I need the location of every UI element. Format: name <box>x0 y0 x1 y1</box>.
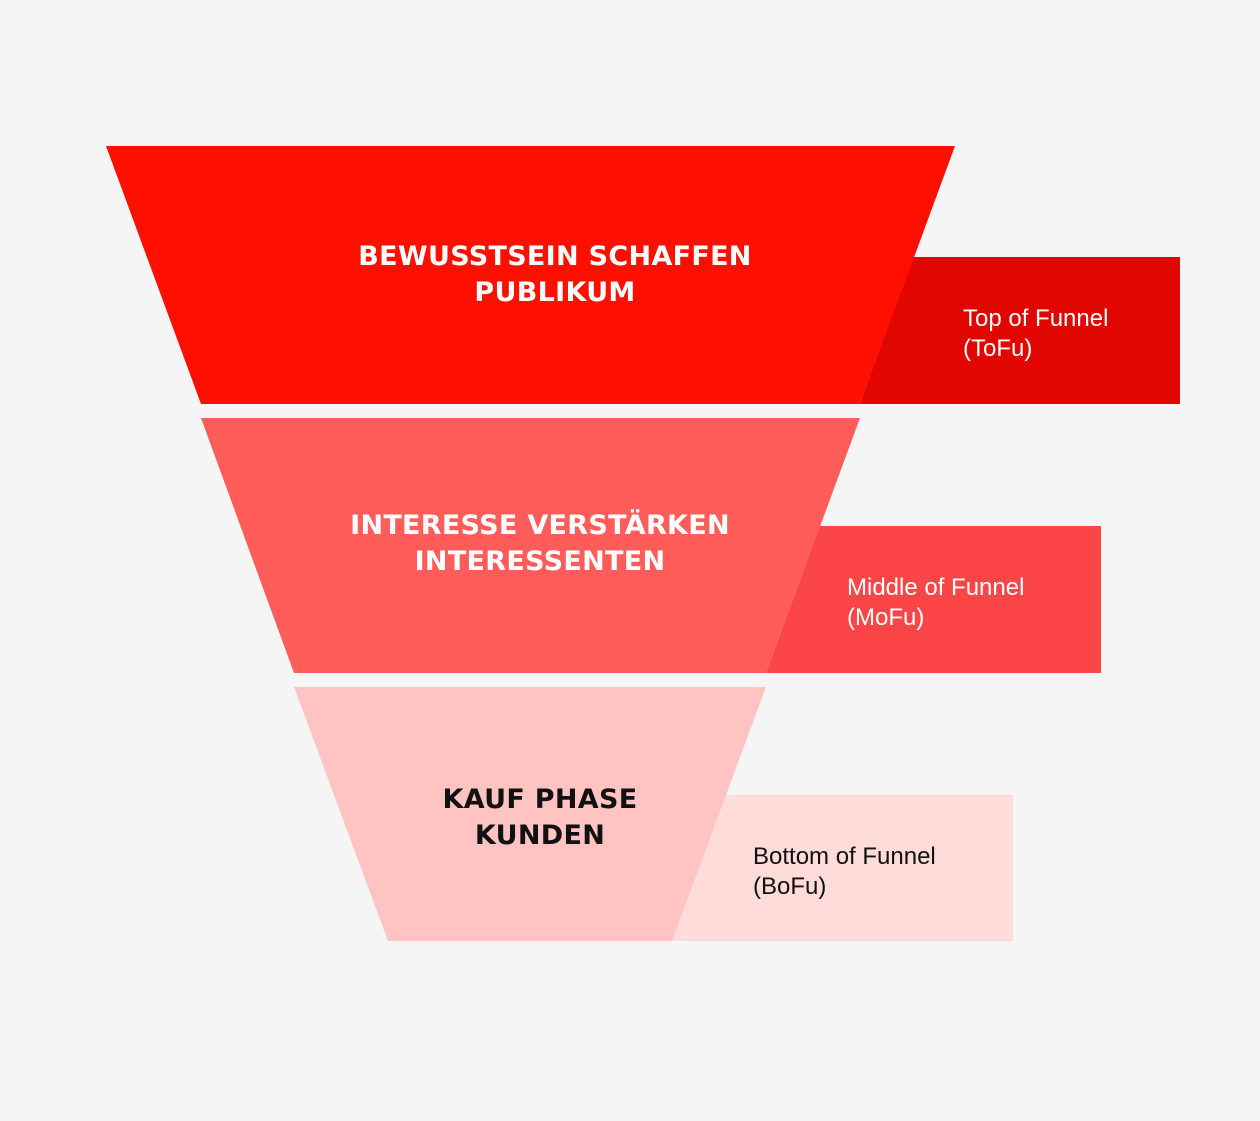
stage-tab-tofu <box>860 257 1180 404</box>
funnel-stage-interest <box>201 418 860 673</box>
stage-label-abbrev: (MoFu) <box>847 604 925 631</box>
stage-label-line: Bottom of Funnel <box>753 843 936 870</box>
stage-label-abbrev: (BoFu) <box>753 873 827 900</box>
stage-title-line: INTERESSE VERSTÄRKEN <box>350 510 730 541</box>
stage-tab-mofu <box>766 526 1101 673</box>
stage-label-mofu: Middle of Funnel (MoFu) <box>847 573 1024 633</box>
funnel-stage-awareness <box>106 146 955 404</box>
funnel-stage-purchase <box>294 687 766 941</box>
stage-title-purchase: KAUF PHASE KUNDEN <box>390 782 690 854</box>
stage-label-line: Top of Funnel <box>963 305 1109 332</box>
stage-subtitle-line: INTERESSENTEN <box>414 546 666 577</box>
stage-label-bofu: Bottom of Funnel (BoFu) <box>753 842 936 902</box>
stage-label-tofu: Top of Funnel (ToFu) <box>963 304 1108 364</box>
stage-title-line: KAUF PHASE <box>442 784 638 815</box>
stage-label-line: Middle of Funnel <box>847 574 1025 601</box>
stage-title-line: BEWUSSTSEIN SCHAFFEN <box>358 241 752 272</box>
stage-title-awareness: BEWUSSTSEIN SCHAFFEN PUBLIKUM <box>355 239 755 311</box>
stage-label-abbrev: (ToFu) <box>963 335 1033 362</box>
stage-title-interest: INTERESSE VERSTÄRKEN INTERESSENTEN <box>340 508 740 580</box>
stage-subtitle-line: KUNDEN <box>474 820 606 851</box>
stage-subtitle-line: PUBLIKUM <box>474 277 636 308</box>
stage-tab-bofu <box>672 795 1013 941</box>
